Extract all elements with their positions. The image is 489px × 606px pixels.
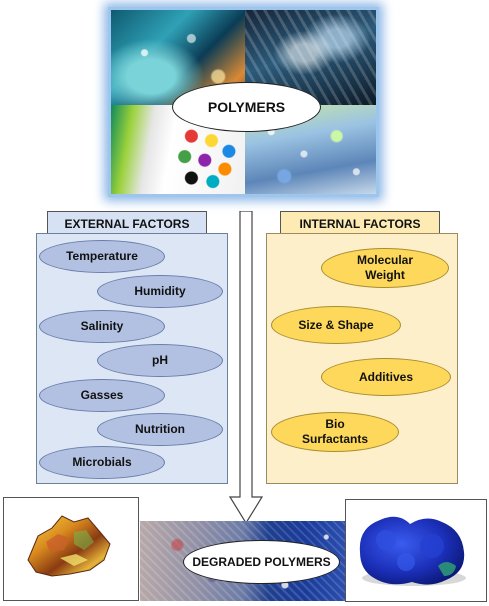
factor-molecular-weight: Molecular Weight — [321, 248, 449, 288]
factor-temperature: Temperature — [39, 240, 165, 273]
factor-microbials: Microbials — [39, 446, 165, 479]
factor-additives: Additives — [321, 358, 451, 396]
factor-gasses: Gasses — [39, 379, 165, 412]
degraded-polymers-label: DEGRADED POLYMERS — [183, 540, 340, 584]
factor-salinity: Salinity — [39, 310, 165, 343]
degraded-polymer-photo-blue — [345, 499, 487, 602]
down-arrow-icon — [228, 211, 264, 525]
factor-bio-surfactants: Bio Surfactants — [271, 412, 399, 452]
internal-factors-panel: Molecular Weight Size & Shape Additives … — [266, 233, 458, 484]
factor-ph: pH — [97, 344, 223, 377]
polymers-label: POLYMERS — [172, 82, 321, 132]
factor-humidity: Humidity — [97, 275, 223, 308]
factor-size-shape: Size & Shape — [271, 306, 401, 344]
factor-nutrition: Nutrition — [97, 413, 223, 446]
degraded-polymer-photo-gold — [3, 497, 139, 601]
external-factors-panel: Temperature Humidity Salinity pH Gasses … — [36, 233, 228, 484]
